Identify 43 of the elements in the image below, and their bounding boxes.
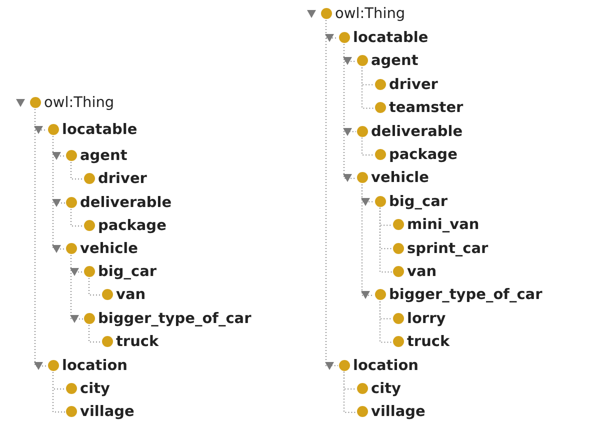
class-label: teamster xyxy=(389,99,464,118)
class-label: city xyxy=(371,380,401,398)
class-label: van xyxy=(407,263,437,281)
tree-connector-line xyxy=(362,184,374,296)
class-label: vehicle xyxy=(371,169,429,188)
class-label: vehicle xyxy=(80,240,138,258)
class-label: locatable xyxy=(353,29,428,47)
class-label: driver xyxy=(389,76,438,94)
class-label: owl:Thing xyxy=(335,5,406,23)
class-label: big_car xyxy=(98,263,157,281)
class-label: location xyxy=(62,357,128,375)
tree-connector-line xyxy=(52,372,66,412)
tree-connector-line xyxy=(380,207,392,272)
class-label: village xyxy=(371,403,426,422)
class-label: owl:Thing xyxy=(44,94,114,112)
class-label: bigger_type_of_car xyxy=(389,286,542,304)
class-label: package xyxy=(98,217,166,235)
class-label: lorry xyxy=(407,310,446,328)
class-label: package xyxy=(389,146,458,164)
class-label: bigger_type_of_car xyxy=(98,310,252,328)
tree-connector-line xyxy=(70,162,84,180)
class-label: deliverable xyxy=(80,194,172,212)
class-label: village xyxy=(80,403,134,421)
class-label: driver xyxy=(98,170,147,188)
class-label: agent xyxy=(371,52,418,70)
class-label: deliverable xyxy=(371,122,463,141)
tree-connector-line xyxy=(70,208,84,226)
class-label: location xyxy=(353,356,418,375)
tree-connector-line xyxy=(362,137,374,156)
tree-connector-line xyxy=(344,371,356,413)
tree-connector-line xyxy=(380,300,392,343)
tree-connector-line xyxy=(362,66,374,109)
class-label: locatable xyxy=(62,121,138,139)
class-label: truck xyxy=(407,333,450,352)
class-label: big_car xyxy=(389,192,448,211)
class-label: agent xyxy=(80,147,128,165)
class-label: van xyxy=(116,286,146,304)
class-label: truck xyxy=(116,333,159,351)
tree-connector-line xyxy=(88,324,102,342)
class-label: mini_van xyxy=(407,216,480,234)
class-label: sprint_car xyxy=(407,240,488,258)
class-label: city xyxy=(80,380,110,398)
tree-connector-line xyxy=(88,278,102,296)
